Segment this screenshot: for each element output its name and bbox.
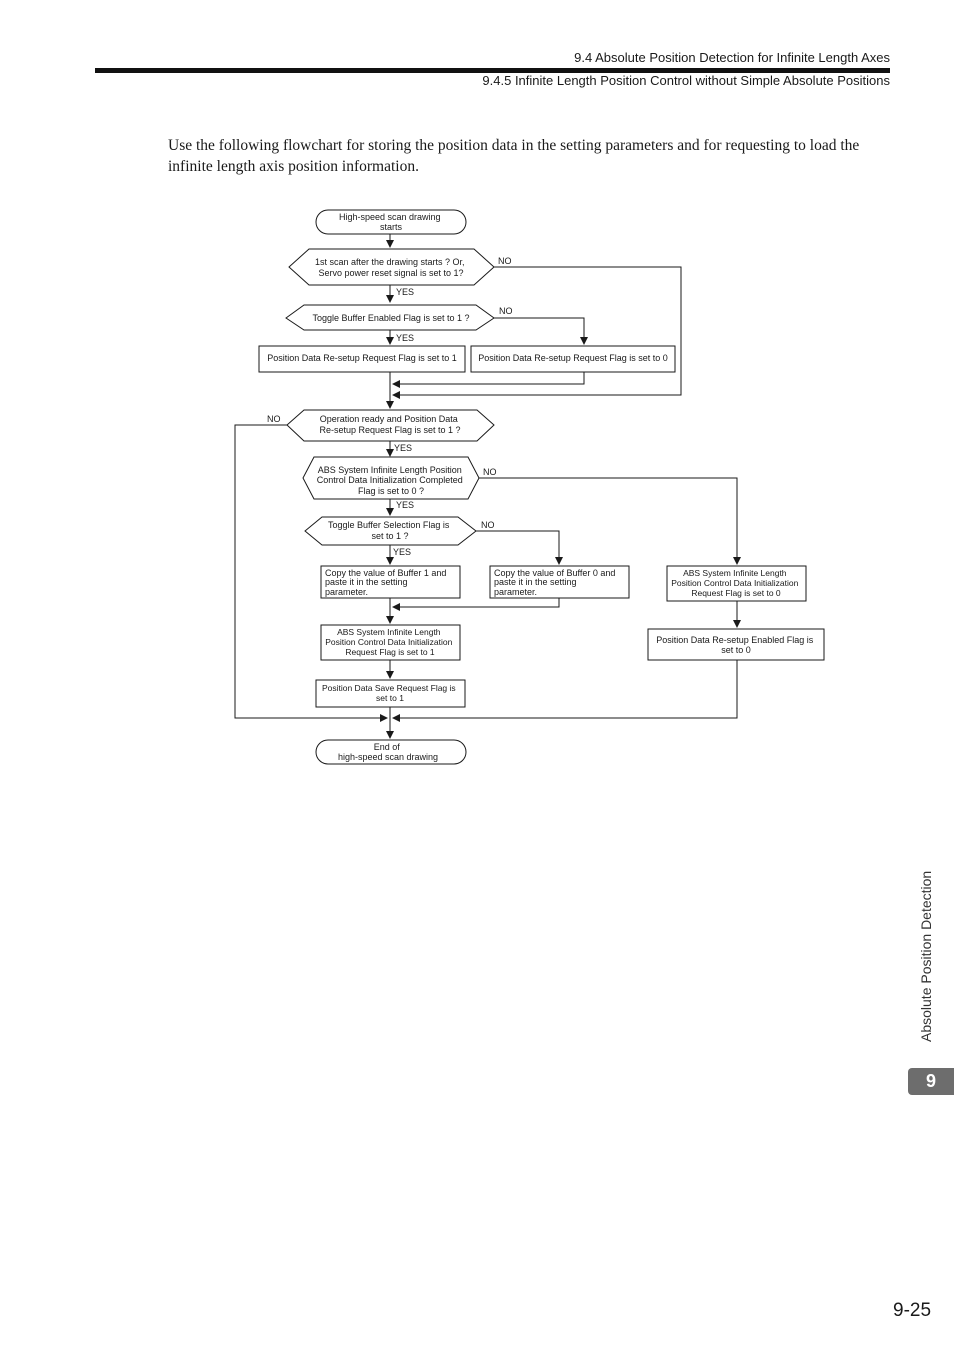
no-label: NO bbox=[483, 467, 497, 477]
box-resetup-1-label: Position Data Re-setup Request Flag is s… bbox=[267, 353, 457, 363]
yes-label: YES bbox=[396, 500, 414, 510]
yes-label: YES bbox=[396, 333, 414, 343]
header-rule bbox=[95, 68, 890, 73]
decision-operation-ready-label: Operation ready and Position Data Re-set… bbox=[319, 414, 460, 435]
decision-first-scan bbox=[288, 248, 495, 286]
no-label: NO bbox=[499, 306, 513, 316]
box-copy-buffer1 bbox=[320, 565, 461, 599]
decision-first-scan-label: 1st scan after the drawing starts ? Or, … bbox=[315, 257, 467, 278]
box-save-request-label: Position Data Save Request Flag is set t… bbox=[322, 683, 458, 703]
box-abs-request-1-label: ABS System Infinite Length Position Cont… bbox=[325, 627, 454, 657]
intro-paragraph: Use the following flowchart for storing … bbox=[168, 137, 860, 175]
subsection-heading: 9.4.5 Infinite Length Position Control w… bbox=[482, 73, 890, 88]
no-label: NO bbox=[498, 256, 512, 266]
end-terminal bbox=[315, 739, 467, 765]
box-resetup-enabled-0-label: Position Data Re-setup Enabled Flag is s… bbox=[656, 635, 816, 655]
start-terminal bbox=[315, 209, 467, 235]
page-number: 9-25 bbox=[893, 1300, 932, 1321]
box-resetup-1 bbox=[258, 345, 466, 373]
end-label: End of high-speed scan drawing bbox=[338, 742, 438, 762]
decision-toggle-selection bbox=[304, 516, 477, 546]
box-copy-buffer0-label: Copy the value of Buffer 0 and paste it … bbox=[494, 568, 618, 597]
flowchart: High-speed scan drawing starts 1st scan … bbox=[234, 209, 825, 765]
yes-label: YES bbox=[396, 287, 414, 297]
yes-label: YES bbox=[393, 547, 411, 557]
no-label: NO bbox=[481, 520, 495, 530]
decision-operation-ready bbox=[286, 409, 495, 442]
chapter-tab: 9 bbox=[908, 1068, 954, 1095]
box-copy-buffer1-label: Copy the value of Buffer 1 and paste it … bbox=[325, 568, 449, 597]
decision-toggle-selection-label: Toggle Buffer Selection Flag is set to 1… bbox=[328, 520, 452, 541]
decision-toggle-enabled-label: Toggle Buffer Enabled Flag is set to 1 ? bbox=[313, 313, 470, 323]
no-label: NO bbox=[267, 414, 281, 424]
start-label: High-speed scan drawing starts bbox=[339, 212, 443, 232]
decision-abs-completed bbox=[302, 456, 480, 500]
flow-connectors bbox=[234, 234, 741, 739]
chapter-side-label: Absolute Position Detection bbox=[918, 870, 934, 1042]
flow-shapes bbox=[258, 209, 825, 765]
box-abs-request-1 bbox=[320, 624, 461, 661]
box-resetup-enabled-0 bbox=[647, 628, 825, 661]
yes-label: YES bbox=[394, 443, 412, 453]
box-abs-request-0 bbox=[666, 565, 807, 602]
box-abs-request-0-label: ABS System Infinite Length Position Cont… bbox=[671, 568, 800, 598]
box-resetup-0 bbox=[470, 345, 676, 373]
decision-abs-completed-label: ABS System Infinite Length Position Cont… bbox=[317, 465, 466, 496]
section-heading: 9.4 Absolute Position Detection for Infi… bbox=[574, 50, 890, 65]
box-copy-buffer0 bbox=[489, 565, 630, 599]
decision-toggle-enabled bbox=[285, 304, 495, 331]
box-resetup-0-label: Position Data Re-setup Request Flag is s… bbox=[478, 353, 668, 363]
box-save-request bbox=[315, 679, 466, 708]
